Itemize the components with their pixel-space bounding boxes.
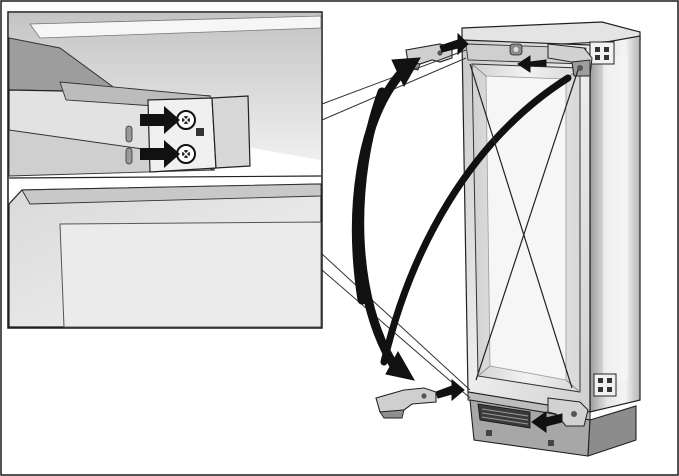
arrow-bottom-to-top-head bbox=[391, 57, 421, 88]
arrow-to-top-left bbox=[439, 32, 469, 56]
bottom-hinge-plate bbox=[593, 373, 617, 397]
arrow-top-right-inward bbox=[517, 55, 547, 73]
detail-bracket-side bbox=[211, 95, 251, 169]
base-plinth-side bbox=[587, 405, 637, 457]
vent-grille bbox=[477, 403, 531, 429]
detail-arrow-bottom bbox=[140, 140, 180, 168]
detail-arrow-top bbox=[140, 106, 180, 134]
arrow-bottom-left-inward bbox=[435, 378, 465, 402]
transfer-arrows bbox=[351, 32, 572, 433]
arrow-top-to-bottom-shaft bbox=[355, 87, 403, 377]
bottom-hinge-bracket bbox=[547, 397, 589, 427]
base-screw-left bbox=[486, 430, 492, 436]
base-screw-right bbox=[548, 440, 554, 446]
arrow-top-to-bottom-head bbox=[385, 350, 415, 381]
detail-bracket-slot bbox=[196, 128, 204, 136]
crossing-guide-lines bbox=[469, 63, 579, 389]
detail-door-inner bbox=[59, 221, 322, 328]
top-hinge-bracket bbox=[547, 43, 593, 77]
top-hinge-plate bbox=[589, 41, 615, 65]
detail-screw-top bbox=[176, 110, 196, 130]
detail-screw-bottom bbox=[176, 144, 196, 164]
removed-bottom-hinge bbox=[375, 387, 437, 419]
detail-inset bbox=[7, 11, 323, 329]
side-highlight bbox=[603, 55, 628, 388]
arrow-bottom-right-inward bbox=[531, 411, 563, 433]
arrow-diagonal-shaft bbox=[380, 74, 572, 366]
